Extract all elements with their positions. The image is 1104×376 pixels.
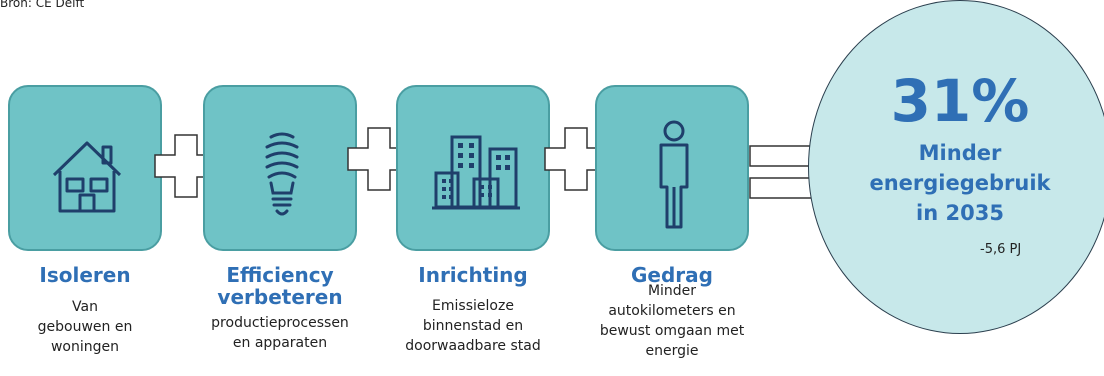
plus-sign-3 bbox=[544, 127, 608, 191]
title-line: verbeteren bbox=[217, 285, 343, 309]
desc-line: autokilometers en bbox=[608, 303, 736, 319]
house-icon bbox=[52, 141, 122, 213]
step-desc-inrichting: Emissieloze binnenstad en doorwaadbare s… bbox=[386, 296, 560, 356]
result-line-2: energiegebruik bbox=[869, 171, 1051, 195]
desc-line: binnenstad en bbox=[422, 318, 524, 334]
result-circle bbox=[808, 0, 1104, 334]
efficiency-box bbox=[203, 85, 357, 251]
desc-line: Van bbox=[72, 299, 98, 315]
isoleren-box bbox=[8, 85, 162, 251]
step-title-isoleren: Isoleren bbox=[39, 263, 131, 287]
desc-line: woningen bbox=[50, 339, 120, 355]
desc-line: Minder bbox=[647, 283, 697, 299]
result-line-1: Minder bbox=[918, 141, 1002, 165]
desc-line: bewust omgaan met bbox=[599, 323, 745, 339]
result-percentage: 31% bbox=[890, 67, 1030, 135]
inrichting-box bbox=[396, 85, 550, 251]
step-desc-isoleren: Van gebouwen en woningen bbox=[8, 297, 162, 357]
step-title-inrichting: Inrichting bbox=[418, 263, 528, 287]
person-icon bbox=[659, 120, 689, 229]
step-desc-gedrag: Minder autokilometers en bewust omgaan m… bbox=[585, 281, 759, 361]
plus-sign-1 bbox=[154, 134, 218, 198]
equals-sign bbox=[749, 145, 827, 199]
source-text: Bron: CE Delft bbox=[0, 0, 85, 10]
step-title-gedrag: Gedrag bbox=[631, 263, 713, 287]
title-line: Efficiency bbox=[226, 263, 334, 287]
desc-line: gebouwen en bbox=[37, 319, 133, 335]
buildings-icon bbox=[432, 135, 520, 210]
desc-line: productieprocessen bbox=[211, 315, 349, 331]
lightbulb-icon bbox=[265, 132, 299, 216]
desc-line: doorwaadbare stad bbox=[405, 338, 541, 354]
step-title-efficiency: Efficiency verbeteren bbox=[193, 264, 367, 308]
desc-line: en apparaten bbox=[232, 335, 328, 351]
result-line-3: in 2035 bbox=[916, 201, 1004, 225]
desc-line: Emissieloze bbox=[432, 298, 514, 314]
result-text: Minder energiegebruik in 2035 bbox=[808, 138, 1104, 228]
plus-sign-2 bbox=[347, 127, 411, 191]
step-desc-efficiency: productieprocessen en apparaten bbox=[193, 313, 367, 353]
gedrag-box bbox=[595, 85, 749, 251]
result-pj: -5,6 PJ bbox=[980, 242, 1022, 257]
desc-line: energie bbox=[645, 343, 699, 359]
